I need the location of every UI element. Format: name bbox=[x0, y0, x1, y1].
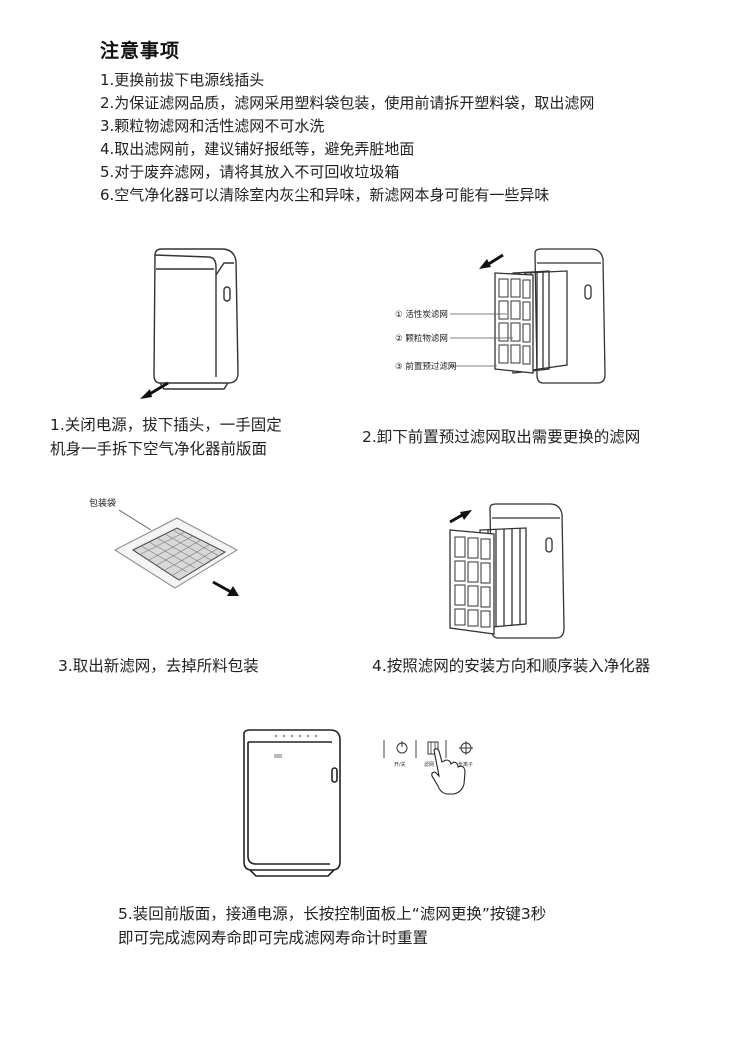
power-icon bbox=[396, 741, 408, 754]
step5-purifier-illustration bbox=[243, 729, 341, 877]
note-item-5: 5.对于废弃滤网，请将其放入不可回收垃圾箱 bbox=[100, 163, 400, 181]
label-particle-filter: ② 颗粒物滤网 bbox=[395, 333, 448, 344]
panel-label-ion: 负离子 bbox=[458, 761, 473, 768]
step3-bag-illustration: 包装袋 bbox=[89, 497, 239, 596]
step2-filters-illustration: ① 活性炭滤网 ② 颗粒物滤网 ③ 前置预过滤网 bbox=[395, 248, 606, 384]
notes-section: 注意事项 1.更换前拔下电源线插头 2.为保证滤网品质，滤网采用塑料袋包装，使用… bbox=[100, 36, 730, 207]
note-item-6: 6.空气净化器可以清除室内灰尘和异味，新滤网本身可能有一些异味 bbox=[100, 186, 550, 204]
pressing-hand-icon bbox=[431, 748, 466, 795]
step1-caption: 1.关闭电源，拔下插头，一手固定 机身一手拆下空气净化器前版面 bbox=[50, 413, 282, 461]
step1-caption-line1: 1.关闭电源，拔下插头，一手固定 bbox=[50, 416, 282, 434]
step5-caption: 5.装回前版面，接通电源，长按控制面板上“滤网更换”按键3秒 即可完成滤网寿命即… bbox=[118, 902, 546, 950]
step5-caption-line1: 5.装回前版面，接通电源，长按控制面板上“滤网更换”按键3秒 bbox=[118, 905, 547, 923]
label-prefilter: ③ 前置预过滤网 bbox=[395, 361, 456, 372]
step3-caption: 3.取出新滤网，去掉所料包装 bbox=[58, 657, 259, 675]
step4-caption: 4.按照滤网的安装方向和顺序装入净化器 bbox=[372, 657, 651, 675]
step4-insert-illustration bbox=[449, 503, 565, 639]
note-item-1: 1.更换前拔下电源线插头 bbox=[100, 71, 265, 89]
step1-caption-line2: 机身一手拆下空气净化器前版面 bbox=[50, 440, 268, 458]
panel-label-filter: 滤网 bbox=[424, 761, 434, 768]
bag-label: 包装袋 bbox=[89, 497, 116, 509]
note-item-2: 2.为保证滤网品质，滤网采用塑料袋包装，使用前请拆开塑料袋，取出滤网 bbox=[100, 94, 595, 112]
panel-label-power: 开/关 bbox=[394, 761, 406, 768]
step1-purifier-illustration bbox=[140, 248, 239, 399]
note-item-4: 4.取出滤网前，建议铺好报纸等，避免弄脏地面 bbox=[100, 140, 415, 158]
control-panel-illustration: 开/关 滤网 负离子 bbox=[383, 740, 473, 795]
ion-icon bbox=[459, 741, 473, 755]
step2-caption: 2.卸下前置预过滤网取出需要更换的滤网 bbox=[362, 428, 641, 446]
step5-caption-line2: 即可完成滤网寿命即可完成滤网寿命计时重置 bbox=[118, 929, 429, 947]
label-activated-carbon: ① 活性炭滤网 bbox=[395, 309, 448, 320]
note-item-3: 3.颗粒物滤网和活性滤网不可水洗 bbox=[100, 117, 325, 135]
notes-title: 注意事项 bbox=[100, 40, 181, 62]
